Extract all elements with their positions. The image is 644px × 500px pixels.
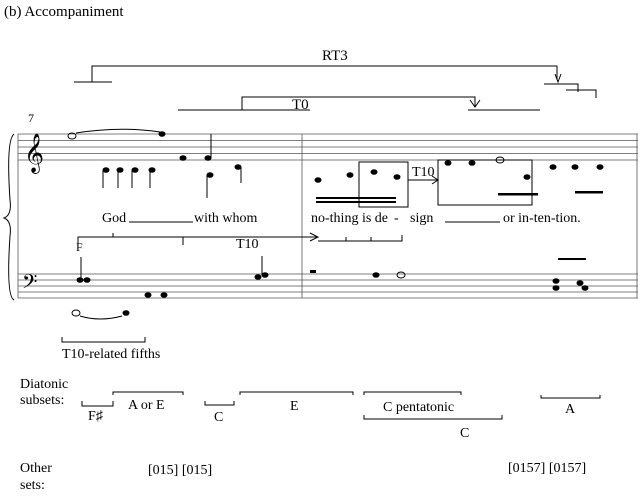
rt3-bracket — [74, 65, 597, 98]
figure-title: (b) Accompaniment — [4, 4, 124, 20]
diatonic-brackets — [81, 391, 601, 420]
other-sets-right: [0157] [0157] — [508, 461, 586, 476]
lyric-god: God — [102, 211, 126, 226]
bass-f-label: F — [76, 240, 83, 254]
subset-e: E — [290, 399, 299, 414]
subset-c-2: C — [460, 426, 469, 441]
bass-clef-icon: 𝄢 — [22, 272, 37, 298]
t10-treble-motive-boxes — [358, 159, 533, 208]
fifths-bracket — [61, 337, 146, 343]
other-label-line1: Other — [20, 461, 52, 476]
fifths-label: T10-related fifths — [62, 347, 160, 362]
lyric-with-whom: with whom — [194, 211, 258, 226]
rt3-label: RT3 — [322, 48, 348, 64]
other-label-line2: sets: — [20, 478, 45, 493]
t0-label: T0 — [292, 97, 309, 113]
treble-staff — [18, 133, 638, 161]
diatonic-label-line1: Diatonic — [20, 377, 68, 392]
bass-notes — [71, 256, 589, 320]
subset-f-sharp: F♯ — [88, 409, 104, 424]
t10-bass-bracket — [77, 232, 403, 245]
lyric-sign: sign — [410, 211, 433, 226]
lyric-nothing-is-de: no-thing is de — [311, 211, 388, 226]
other-sets-left: [015] [015] — [148, 463, 212, 478]
subset-a: A — [565, 402, 576, 417]
grand-staff-brace — [2, 133, 15, 301]
subset-c-pentatonic: C pentatonic — [383, 400, 454, 415]
lyric-or-intention: or in-ten-tion. — [503, 211, 581, 226]
treble-notes — [67, 128, 604, 203]
t0-bracket — [178, 96, 540, 111]
t10-bass-label: T10 — [236, 237, 259, 252]
barlines — [17, 134, 638, 298]
lyrics: God with whom no-thing is de - sign or i… — [102, 211, 581, 226]
subset-a-or-e: A or E — [128, 398, 165, 413]
t10-treble-label: T10 — [412, 165, 435, 180]
bass-staff — [18, 273, 638, 299]
subset-c: C — [214, 410, 223, 425]
treble-clef-icon: 𝄞 — [24, 134, 44, 174]
diatonic-label-line2: subsets: — [20, 393, 64, 408]
measure-number: 7 — [28, 111, 34, 125]
lyric-hyphen: - — [394, 211, 399, 226]
